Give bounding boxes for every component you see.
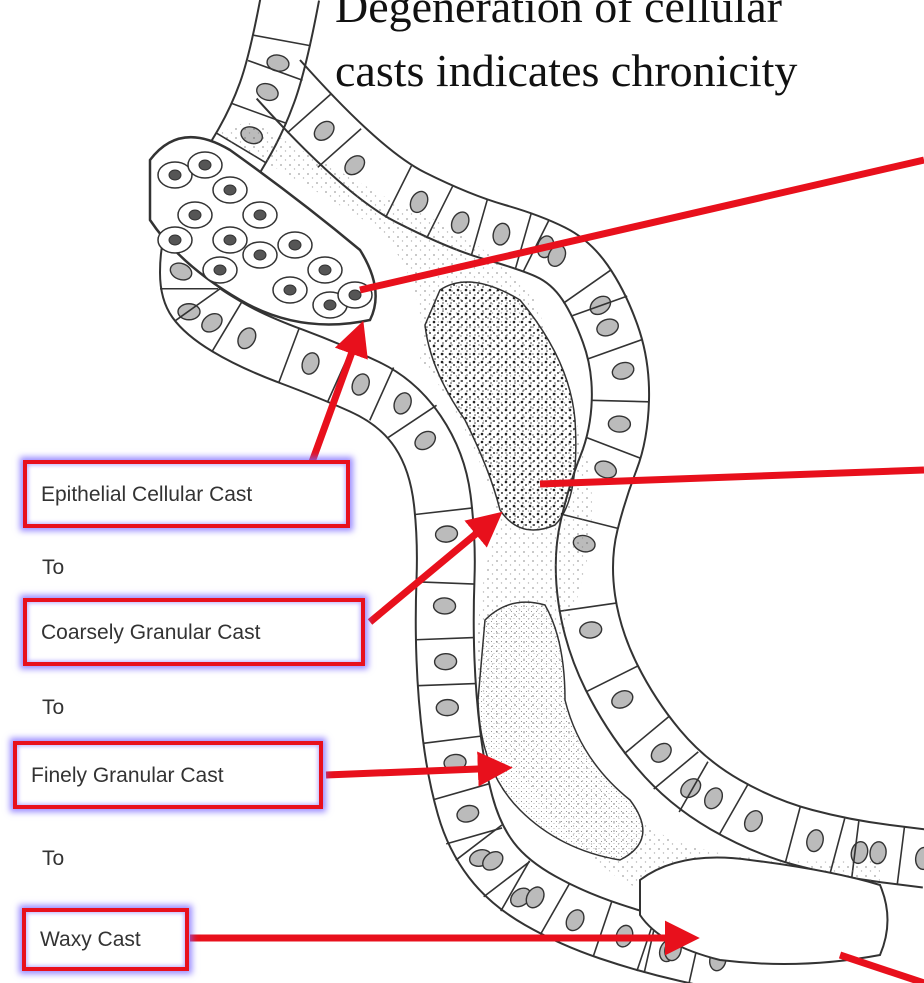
cell-nucleus [914, 847, 924, 871]
cell-wall [897, 827, 904, 885]
cell-wall [434, 784, 490, 800]
cell-nucleus [677, 775, 704, 801]
arrow-title-to-waxy [840, 955, 924, 983]
cast-cell-nucleus [169, 235, 181, 245]
cell-nucleus [804, 828, 825, 853]
cell-nucleus [436, 699, 459, 716]
cast-cell-nucleus [349, 290, 361, 300]
cell-nucleus [435, 525, 459, 543]
cell-nucleus [701, 785, 726, 812]
cell-nucleus [579, 620, 603, 639]
title-line-1: Degeneration of cellular [335, 0, 782, 30]
cast-cell-nucleus [224, 235, 236, 245]
cell-nucleus [434, 653, 457, 670]
connector-to-1: To [42, 556, 64, 580]
cell-nucleus [433, 598, 456, 615]
arrow-title-to-epithelial [360, 160, 924, 290]
cell-nucleus [741, 808, 766, 835]
cell-wall [417, 684, 475, 686]
cast-cell-nucleus [254, 250, 266, 260]
connector-to-3: To [42, 847, 64, 871]
cell-wall [232, 104, 287, 124]
cast-cell-nucleus [289, 240, 301, 250]
cell-nucleus [391, 390, 415, 417]
cell-nucleus [563, 907, 588, 934]
title-line-2: casts indicates chronicity [335, 48, 797, 94]
cell-nucleus [349, 371, 373, 398]
cell-wall [279, 328, 299, 382]
coarsely-granular-cast-label: Coarsely Granular Cast [23, 598, 365, 666]
cell-nucleus [341, 152, 368, 179]
cell-nucleus [610, 360, 636, 382]
cell-wall [591, 400, 649, 401]
cell-nucleus [266, 53, 291, 73]
cast-cell-nucleus [324, 300, 336, 310]
cell-nucleus [299, 350, 322, 376]
coarsely-granular-cast [425, 282, 576, 530]
cell-nucleus [608, 416, 630, 433]
cell-nucleus [648, 740, 675, 766]
cell-wall [370, 367, 394, 420]
cast-cell-nucleus [319, 265, 331, 275]
cell-nucleus [198, 310, 225, 336]
cast-cell-nucleus [254, 210, 266, 220]
epithelial-cellular-cast-label: Epithelial Cellular Cast [23, 460, 350, 528]
cell-wall [416, 638, 474, 640]
cast-cell-nucleus [199, 160, 211, 170]
cell-nucleus [609, 687, 636, 711]
cell-wall [593, 901, 612, 956]
cast-cell-nucleus [189, 210, 201, 220]
cell-wall [254, 35, 311, 46]
cell-wall [588, 339, 643, 359]
finely-granular-cast [478, 602, 643, 860]
cell-wall [785, 807, 800, 863]
arrow-epithelial-label [312, 330, 360, 462]
cell-wall [719, 785, 748, 835]
cast-cell-nucleus [169, 170, 181, 180]
cast-cell-nucleus [284, 285, 296, 295]
cell-nucleus [412, 428, 439, 454]
cell-nucleus [234, 325, 259, 352]
cell-wall [587, 438, 641, 459]
cell-wall [423, 736, 481, 743]
cell-wall [415, 508, 473, 515]
cell-nucleus [455, 803, 481, 824]
cell-nucleus [311, 118, 338, 145]
finely-granular-cast-label: Finely Granular Cast [13, 741, 323, 809]
arrow-fine-label [326, 768, 503, 775]
cell-nucleus [592, 458, 618, 481]
cell-nucleus [491, 221, 512, 247]
cell-nucleus [595, 316, 621, 338]
connector-to-2: To [42, 696, 64, 720]
cell-wall [541, 884, 570, 934]
cell-wall [416, 582, 474, 584]
cell-wall [586, 666, 638, 692]
cast-cell-nucleus [214, 265, 226, 275]
arrow-coarse-label [370, 518, 495, 622]
waxy-cast-label: Waxy Cast [22, 908, 189, 971]
epithelial-cast [150, 137, 376, 324]
cast-cell-nucleus [224, 185, 236, 195]
